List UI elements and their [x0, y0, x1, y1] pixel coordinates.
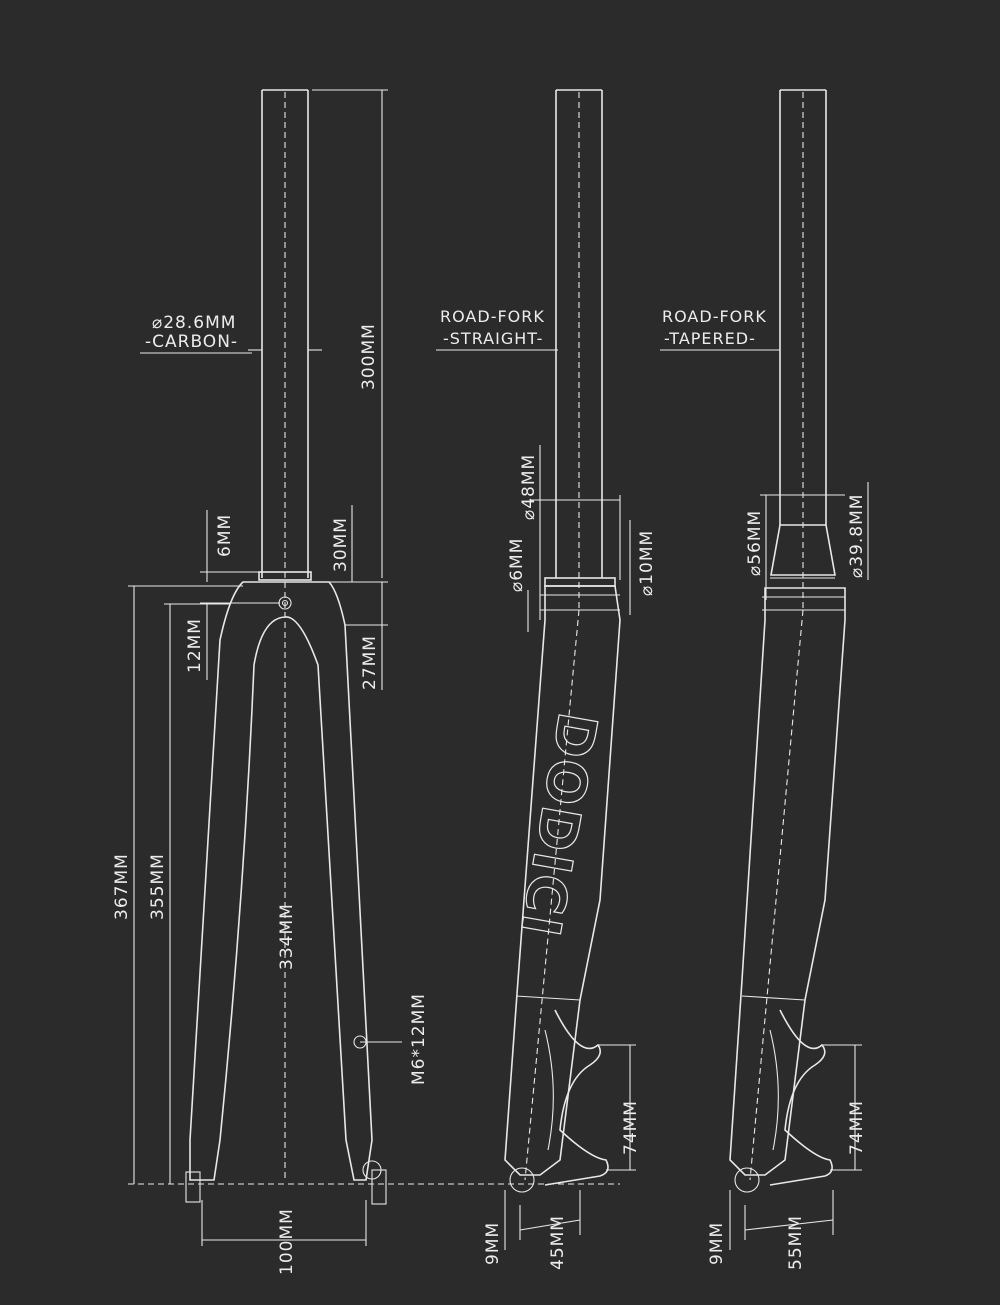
leg-length-label: 334MM [277, 903, 297, 970]
tapered-crown-race-diameter-label: ⌀56MM [745, 510, 765, 576]
straight-mount-offset-label: 45MM [548, 1215, 568, 1270]
tapered-dropout-offset-label: 9MM [707, 1222, 727, 1265]
straight-title-line2: -STRAIGHT- [443, 329, 543, 348]
axle-to-crown-total-label: 367MM [112, 853, 132, 920]
dropout-spacing-label: 100MM [277, 1208, 297, 1275]
tapered-side-fork [729, 89, 869, 1250]
steerer-material-label: -CARBON- [145, 332, 238, 352]
tapered-mount-offset-label: 55MM [786, 1215, 806, 1270]
tapered-mount-spacing-label: 74MM [847, 1100, 867, 1155]
straight-crown-race-diameter-label: ⌀48MM [519, 454, 539, 520]
front-view-fork [128, 89, 620, 1246]
bolt-label: M6*12MM [409, 993, 429, 1085]
brand-logo: DODICI [508, 708, 610, 943]
straight-mount-spacing-label: 74MM [621, 1100, 641, 1155]
axle-to-crown-label: 355MM [148, 853, 168, 920]
crown-offset-top-label: 6MM [215, 514, 235, 557]
tapered-title-line1: ROAD-FORK [662, 307, 767, 326]
tapered-title-line2: -TAPERED- [664, 329, 756, 348]
race-height-label: 30MM [331, 517, 351, 572]
straight-title-line1: ROAD-FORK [440, 307, 545, 326]
crown-height-label: 27MM [360, 635, 380, 690]
steerer-diameter-label: ⌀28.6MM [152, 313, 236, 333]
straight-bolt-depth-label: ⌀10MM [637, 530, 657, 596]
tapered-top-diameter-label: ⌀39.8MM [847, 494, 867, 578]
straight-bolt-diameter-label: ⌀6MM [507, 538, 527, 592]
crown-hole-label: 12MM [185, 618, 205, 673]
straight-side-fork [504, 89, 636, 1250]
steerer-length-label: 300MM [359, 323, 379, 390]
straight-dropout-offset-label: 9MM [483, 1222, 503, 1265]
